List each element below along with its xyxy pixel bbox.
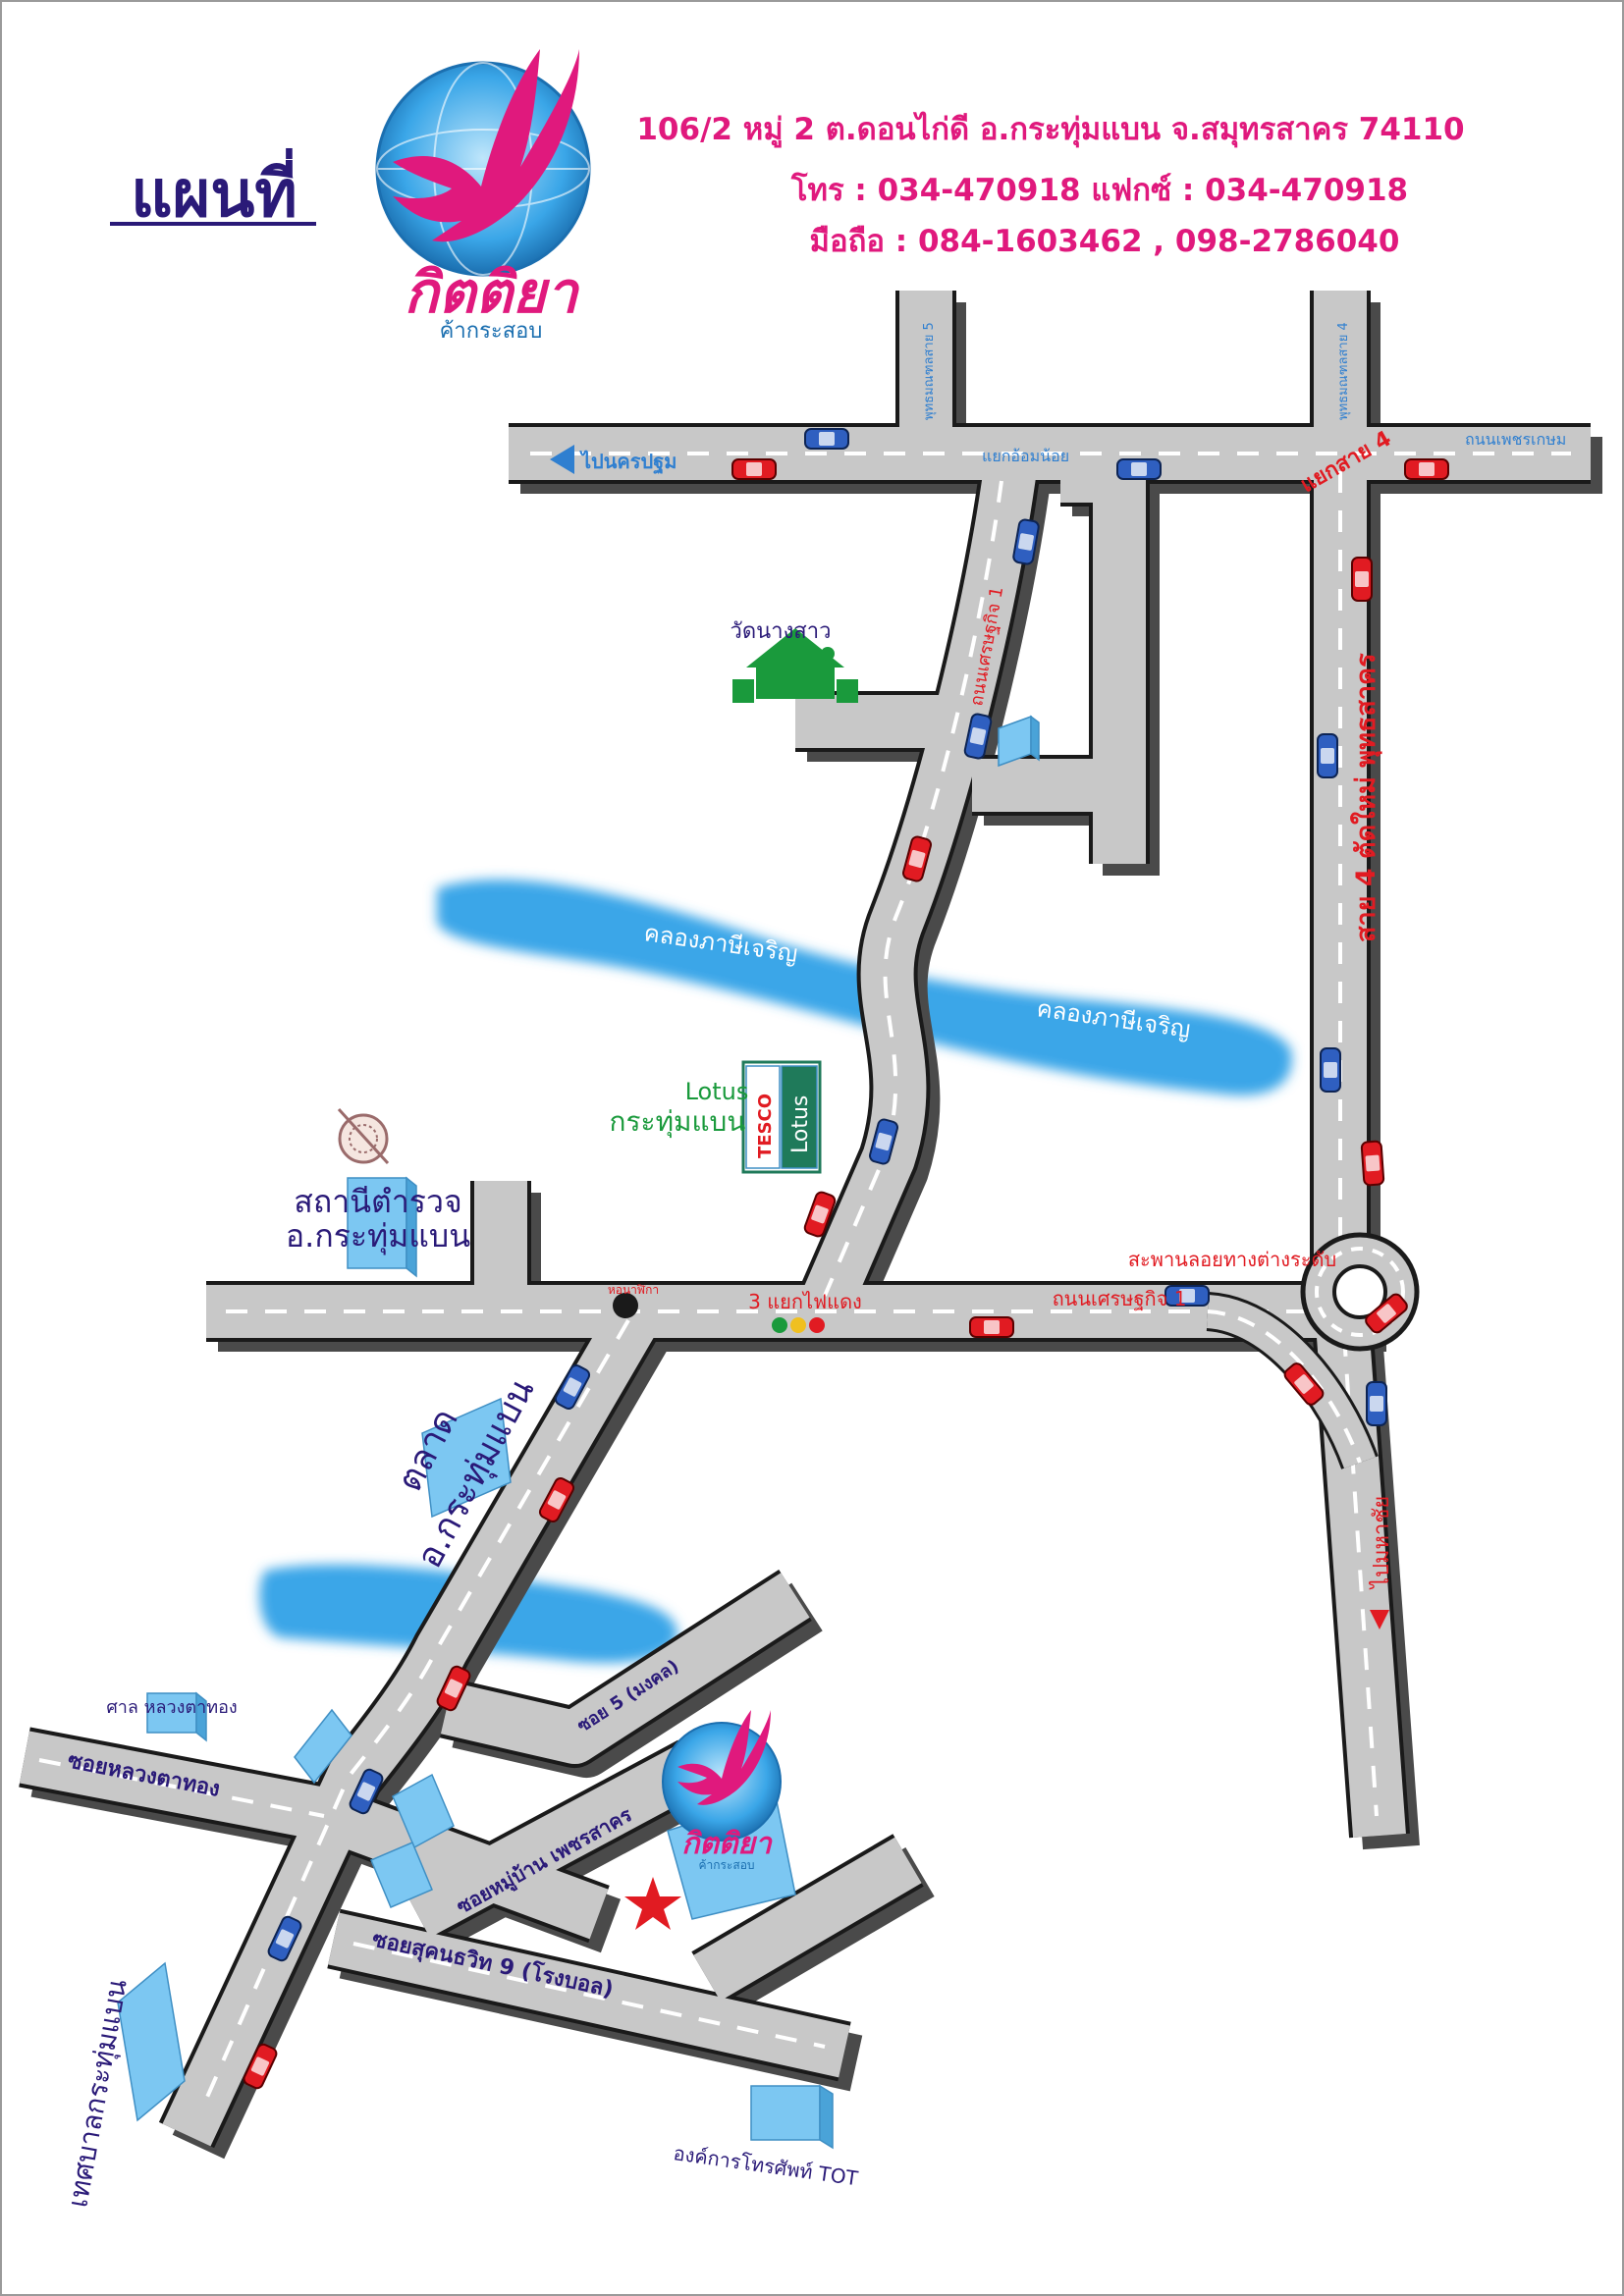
bird-logo-icon-small: [677, 1710, 771, 1805]
label-setthakit-1-east: ถนนเศรษฐกิจ 1: [1053, 1287, 1187, 1310]
building-police: [347, 1176, 417, 1278]
building-b: [392, 1773, 455, 1849]
traffic-light-icon: [772, 1317, 825, 1333]
phone-line: โทร : 034-470918 แฟกซ์ : 034-470918: [790, 172, 1408, 208]
label-to-mahachai: ไปมหาชัย: [1369, 1496, 1394, 1590]
mobile-line: มือถือ : 084-1603462 , 098-2786040: [810, 224, 1400, 259]
building-tot: [750, 2084, 834, 2150]
logo-subtitle: ค้ากระสอบ: [440, 319, 543, 344]
label-phetkasem-road: ถนนเพชรเกษม: [1465, 430, 1566, 449]
label-luang-ta-thong-shrine: ศาล หลวงตาทอง: [106, 1697, 237, 1718]
label-tesco-sign-top: TESCO: [755, 1094, 776, 1158]
small-logo-subtitle: ค้ากระสอบ: [698, 1858, 754, 1872]
destination-logo: กิตติยา ค้ากระสอบ: [662, 1710, 782, 1872]
bird-logo-icon: [393, 49, 579, 242]
label-police-station-1: สถานีตำรวจ: [294, 1183, 461, 1220]
label-clock-tower: หอนาฬิกา: [608, 1283, 659, 1297]
label-to-nakhon-pathom: ไปนครปฐม: [579, 450, 677, 475]
pin-star-icon: [624, 1877, 681, 1930]
label-flyover: สะพานลอยทางต่างระดับ: [1128, 1248, 1336, 1271]
building-c: [370, 1842, 433, 1908]
logo-name: กิตติยา: [404, 259, 579, 326]
building-market: [421, 1397, 512, 1519]
address-line: 106/2 หมู่ 2 ต.ดอนไก่ดี อ.กระทุ่มแบน จ.ส…: [636, 111, 1464, 148]
label-yaek-om-noi: แยกอ้อมน้อย: [982, 447, 1069, 465]
building-wat-side: [998, 715, 1040, 768]
label-police-station-2: อ.กระทุ่มแบน: [286, 1217, 470, 1255]
tesco-sign: [741, 1060, 822, 1174]
police-emblem-icon: [337, 1107, 390, 1165]
arrow-left-icon: [550, 445, 574, 474]
label-lotus-name: Lotus: [685, 1078, 749, 1105]
label-puttamonthon-5: พุทธมณฑลสาย 5: [922, 322, 937, 420]
label-lotus-branch: กระทุ่มแบน: [610, 1105, 746, 1139]
temple-icon: [732, 628, 858, 703]
label-three-way-signal: 3 แยกไฟแดง: [748, 1290, 862, 1313]
header-logo: กิตติยา ค้ากระสอบ: [375, 49, 591, 344]
building-a: [294, 1708, 352, 1785]
label-wat-nang-sao: วัดนางสาว: [731, 619, 832, 644]
building-shrine: [146, 1691, 207, 1742]
label-puttamonthon-4: พุทธมณฑลสาย 4: [1336, 322, 1351, 420]
small-logo-name: กิตติยา: [681, 1827, 773, 1861]
building-municipality: [117, 1961, 186, 2122]
label-tesco-sign-bottom: Lotus: [788, 1095, 813, 1153]
clock-tower-icon: [613, 1293, 638, 1318]
label-sai4-new-cut: สาย 4 ตัดใหม่ พุทธสาคร: [1350, 653, 1382, 942]
arrow-down-icon: [1370, 1610, 1389, 1629]
buildings: [117, 715, 1040, 2150]
page-title: แผนที่: [131, 147, 298, 232]
